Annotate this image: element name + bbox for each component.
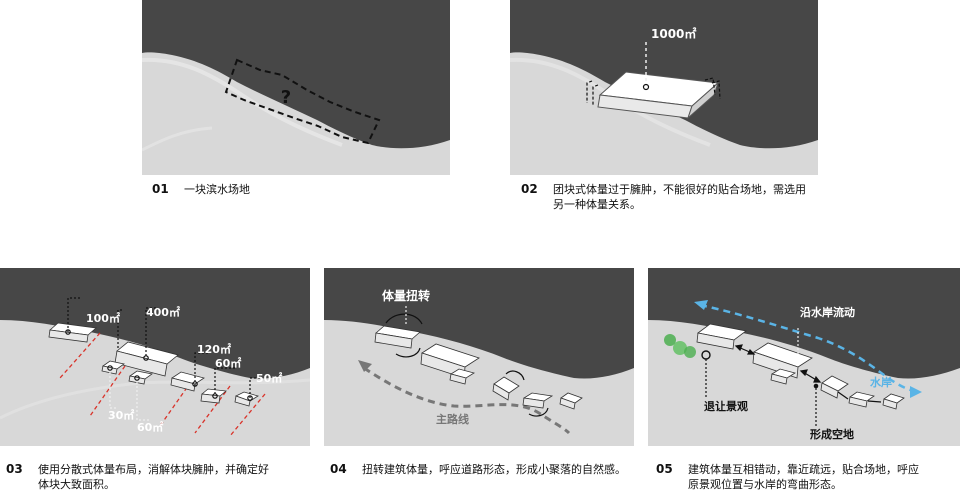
caption-text: 团块式体量过于臃肿，不能很好的贴合场地，需选用另一种体量关系。: [553, 183, 806, 211]
panel-05: 沿水岸流动 水岸 退让景观 形成空地: [648, 268, 960, 446]
panel-03: 100㎡ 400㎡ 120㎡ 60㎡ 50㎡ 30㎡ 60㎡: [0, 268, 310, 446]
area-label-30: 30㎡: [108, 408, 134, 422]
area-label-1000: 1000㎡: [651, 26, 696, 41]
caption-number: 01: [152, 182, 169, 196]
area-label-60-bottom: 60㎡: [137, 420, 163, 434]
main-road-path: [363, 366, 571, 435]
area-label-400: 400㎡: [146, 305, 180, 319]
area-label-60-top: 60㎡: [215, 356, 241, 370]
area-label-100: 100㎡: [86, 311, 120, 325]
massive-block: [597, 71, 720, 120]
site-boundary-outline: [224, 58, 381, 145]
label-yield-landscape: 退让景观: [704, 399, 748, 413]
caption-text: 使用分散式体量布局，消解体块臃肿，并确定好体块大致面积。: [38, 463, 269, 491]
panel-02: 1000㎡: [510, 0, 818, 175]
caption-text: 扭转建筑体量，呼应道路形态，形成小聚落的自然感。: [362, 463, 626, 476]
label-form-space: 形成空地: [810, 427, 854, 441]
panel-01: ?: [142, 0, 450, 175]
panel-04: 体量扭转 主路线: [324, 268, 634, 446]
caption-text: 一块滨水场地: [184, 183, 250, 196]
caption-number: 03: [6, 462, 23, 476]
caption-number: 02: [521, 182, 538, 196]
caption-text: 建筑体量互相错动，靠近疏远，贴合场地，呼应原景观位置与水岸的弯曲形态。: [688, 463, 919, 491]
caption-number: 04: [330, 462, 347, 476]
label-shore-flow: 沿水岸流动: [800, 305, 855, 319]
area-label-50: 50㎡: [256, 371, 282, 385]
question-mark: ?: [281, 87, 291, 108]
shore-flow-path: [699, 303, 919, 394]
label-main-road: 主路线: [436, 412, 469, 426]
tree-group: [664, 334, 696, 358]
caption-number: 05: [656, 462, 673, 476]
label-twist: 体量扭转: [382, 288, 430, 303]
label-shore: 水岸: [870, 375, 892, 389]
area-label-120: 120㎡: [197, 342, 231, 356]
